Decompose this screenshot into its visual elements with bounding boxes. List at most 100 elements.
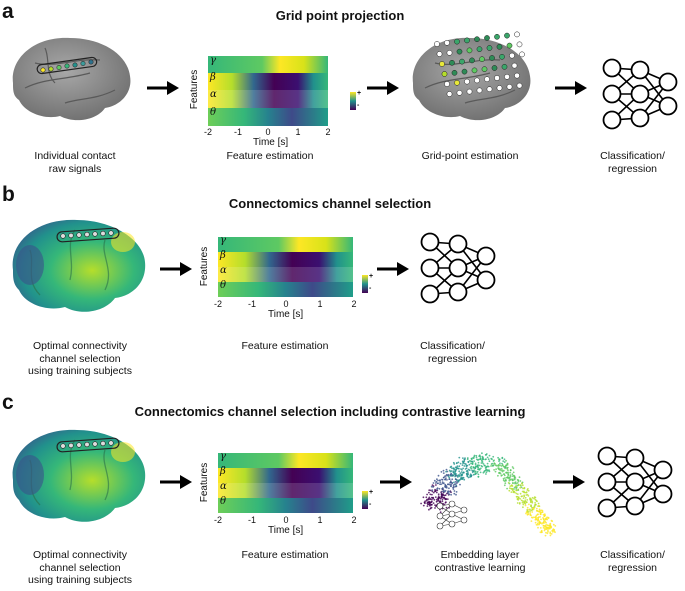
embedding-point <box>515 482 518 485</box>
grid-point <box>484 35 490 41</box>
embedding-point <box>441 478 443 481</box>
embedding-point <box>513 476 516 479</box>
embedding-point <box>509 475 512 478</box>
embedding-point <box>505 471 507 474</box>
embedding-point <box>428 489 431 492</box>
embedding-point <box>467 468 470 471</box>
embedding-point <box>428 491 430 494</box>
embedding-point <box>451 478 454 481</box>
right-arrow-icon <box>367 81 399 95</box>
embedding-point <box>455 493 457 496</box>
embedding-point <box>514 481 516 484</box>
panel-b-title: Connectomics channel selection <box>228 196 432 211</box>
band-theta: θ <box>210 107 217 118</box>
embedding-point <box>541 522 543 525</box>
embedding-point <box>441 481 444 483</box>
feature-heatmap: γ β α θ Features + - -2 -1 0 1 2 Time [s… <box>195 449 375 549</box>
caption-connectivity-selection: Optimal connectivity channel selection u… <box>28 340 132 377</box>
embedding-point <box>491 462 494 465</box>
embedding-point <box>504 479 507 482</box>
embedding-point <box>506 487 508 490</box>
embedding-point <box>459 483 461 486</box>
network-node <box>602 58 622 78</box>
electrode-contacts <box>60 230 114 239</box>
embedding-point <box>507 477 510 480</box>
band-theta: θ <box>220 280 227 291</box>
embedding-point <box>504 477 506 479</box>
grid-point <box>481 66 488 73</box>
embedding-point <box>509 469 512 472</box>
embedding-point <box>459 472 462 475</box>
network-node <box>653 460 673 480</box>
embedding-point <box>525 512 527 515</box>
network-node <box>630 108 650 128</box>
embedding-point <box>513 478 516 481</box>
embedding-point <box>476 466 479 468</box>
embedding-point <box>554 525 557 527</box>
embedding-point <box>474 466 477 468</box>
grid-point <box>476 46 483 53</box>
embedding-point <box>501 462 503 465</box>
embedding-point <box>470 465 473 468</box>
embedding-point <box>447 492 450 494</box>
embedding-point <box>547 526 550 529</box>
embedding-point <box>434 507 436 509</box>
grid-point <box>516 41 523 48</box>
x-tick: 1 <box>317 299 323 309</box>
embedding-point <box>525 511 528 513</box>
embedding-point <box>516 489 518 492</box>
grid-point <box>506 83 513 90</box>
embedding-point <box>550 533 553 535</box>
embedding-point <box>435 498 438 501</box>
embedding-point <box>439 511 442 514</box>
embedding-point <box>437 499 440 501</box>
embedding-point <box>502 460 505 462</box>
embedding-point <box>461 460 464 463</box>
grid-point <box>474 77 480 84</box>
network-node <box>625 448 645 468</box>
right-arrow-icon <box>553 475 585 489</box>
embedding-point <box>422 496 425 499</box>
network-node <box>630 84 650 104</box>
embedding-point <box>435 482 437 484</box>
embedding-point <box>444 494 447 497</box>
embedding-point <box>433 498 436 501</box>
embedding-point <box>549 527 551 530</box>
embedding-point <box>529 510 531 512</box>
embedding-point <box>432 497 435 500</box>
embedding-point <box>463 465 466 467</box>
grid-point <box>504 73 510 80</box>
embedding-point <box>445 498 448 500</box>
network-node <box>476 270 496 290</box>
grid-point <box>469 57 475 64</box>
x-axis-label: Time [s] <box>268 309 304 320</box>
embedding-point <box>510 484 513 486</box>
embedding-point <box>474 470 477 473</box>
x-tick: 1 <box>295 127 301 137</box>
embedding-point <box>473 460 475 462</box>
embedding-point <box>527 509 530 511</box>
heatmap-row-alpha <box>208 90 328 108</box>
embedding-point <box>452 488 455 490</box>
embedding-point <box>478 455 480 457</box>
embedding-point <box>456 465 459 468</box>
grid-point <box>519 51 525 58</box>
embedding-point <box>450 472 453 475</box>
embedding-point <box>512 467 515 470</box>
embedding-point <box>513 488 515 490</box>
embedding-point <box>502 469 505 472</box>
embedding-point <box>527 489 530 492</box>
grid-point <box>471 67 478 74</box>
embedding-point <box>479 467 482 470</box>
network-node <box>597 472 617 492</box>
embedding-point <box>534 516 537 519</box>
network-node <box>420 284 440 304</box>
embedding-point <box>524 499 527 502</box>
embedding-point <box>479 456 482 458</box>
brain-icon <box>12 37 131 121</box>
embedding-point <box>428 500 431 503</box>
embedding-point <box>461 478 464 480</box>
embedding-point <box>536 509 538 512</box>
colorbar-plus: + <box>357 90 362 97</box>
embedding-point <box>461 464 464 466</box>
